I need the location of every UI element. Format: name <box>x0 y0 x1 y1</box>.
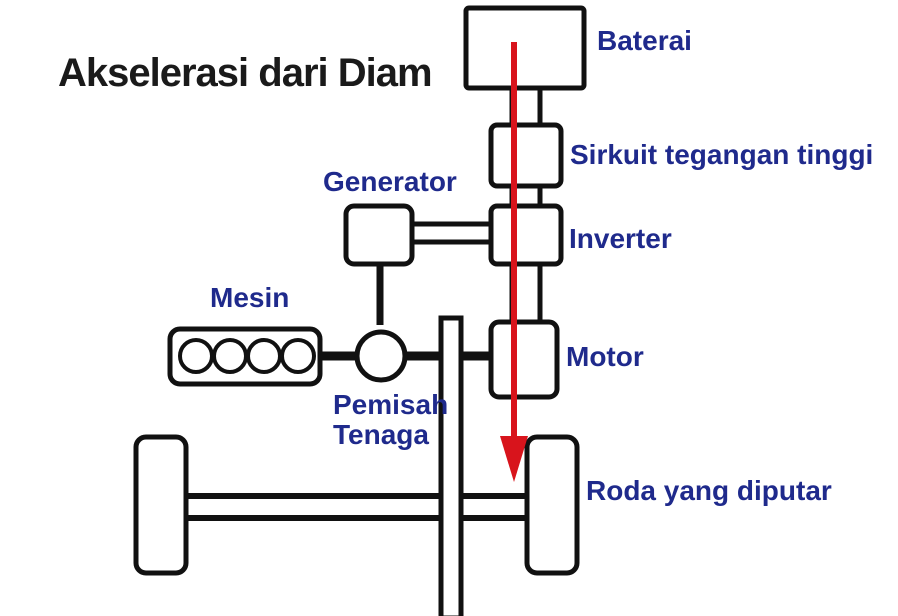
engine-cylinder <box>212 338 248 374</box>
engine <box>167 326 323 387</box>
generator-label: Generator <box>323 166 457 197</box>
motor-box <box>488 319 560 400</box>
power-flow-arrow <box>500 42 528 482</box>
reduction-gear-plate <box>438 315 464 616</box>
engine-cylinder <box>280 338 316 374</box>
battery-box <box>463 5 587 91</box>
high-voltage-circuit-label: Sirkuit tegangan tinggi <box>570 139 873 170</box>
power-split-label-line2: Tenaga <box>333 419 429 450</box>
axle <box>184 493 530 521</box>
engine-cylinder <box>246 338 282 374</box>
inverter-box <box>488 203 564 267</box>
high-voltage-circuit-box <box>488 122 564 189</box>
generator-inverter-connector <box>412 221 491 245</box>
generator-box <box>343 203 415 267</box>
engine-cylinder <box>178 338 214 374</box>
motor-label: Motor <box>566 341 644 372</box>
driven-wheel-label: Roda yang diputar <box>586 475 832 506</box>
power-split-device <box>354 329 408 383</box>
driven-wheel <box>524 434 580 576</box>
engine-label: Mesin <box>210 282 289 313</box>
power-split-label-line1: Pemisah <box>333 389 448 420</box>
diagram-title: Akselerasi dari Diam <box>58 51 432 95</box>
left-wheel <box>133 434 189 576</box>
inverter-label: Inverter <box>569 223 672 254</box>
battery-label: Baterai <box>597 25 692 56</box>
